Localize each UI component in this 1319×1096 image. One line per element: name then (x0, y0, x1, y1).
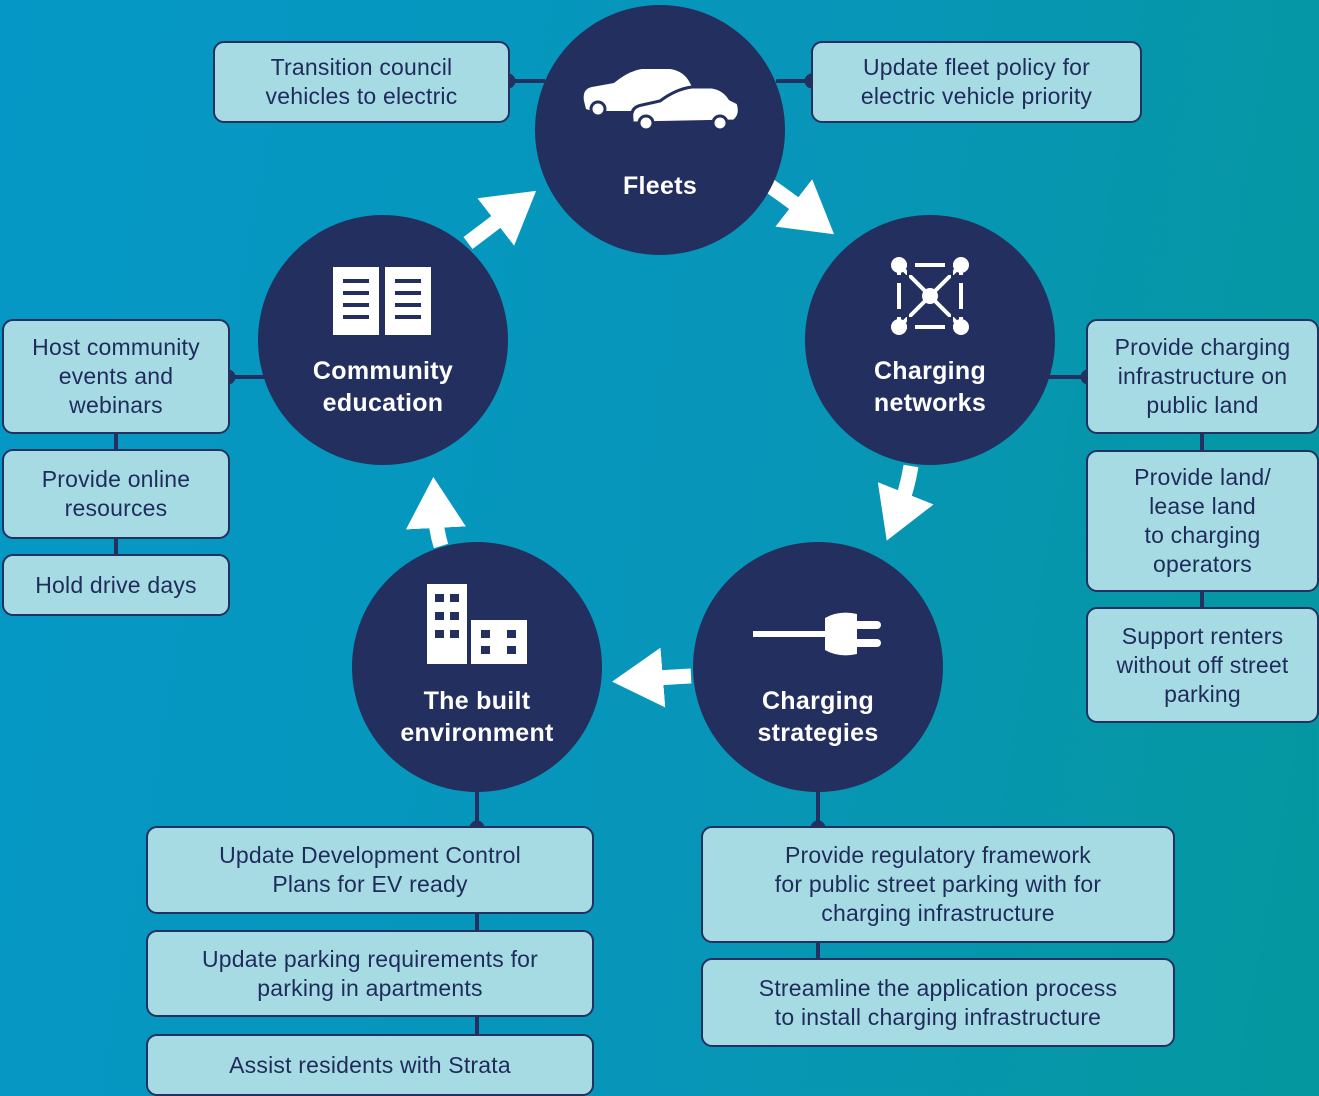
action-box-transition-council-vehicles: Transition council vehicles to electric (213, 41, 510, 123)
action-box-support-renters: Support renters without off street parki… (1086, 607, 1319, 723)
hub-label-line: Charging (873, 357, 987, 385)
arrow-networks-to-strategies (877, 464, 934, 541)
action-box-online-resources: Provide online resources (2, 449, 230, 539)
action-box-hold-drive-days: Hold drive days (2, 554, 230, 616)
action-text-line: infrastructure on (1117, 363, 1288, 389)
hub-label-line: Charging (761, 687, 875, 715)
hub-charging-networks: Charging networks (805, 215, 1055, 465)
hub-label-line: networks (873, 389, 987, 417)
hub-label-line: The built (423, 687, 531, 715)
arrow-built-to-education (405, 477, 466, 549)
action-text-line: Update parking requirements for (201, 945, 539, 972)
action-box-host-community-events: Host community events and webinars (2, 319, 230, 434)
action-text-line: without off street (1116, 651, 1289, 678)
cycle-arrows (405, 179, 934, 708)
hub-label-line: Community (312, 357, 454, 385)
action-text-line: parking (1164, 680, 1241, 707)
action-box-streamline-application: Streamline the application process to in… (701, 958, 1175, 1047)
action-text-line: Provide land/ (1134, 464, 1271, 490)
hub-label-line: environment (400, 719, 554, 747)
network-nodes-icon (889, 255, 971, 337)
hub-charging-strategies: Charging strategies (693, 542, 943, 792)
hub-label-built-environment: The built environment (352, 685, 602, 749)
action-text-line: to install charging infrastructure (774, 1003, 1102, 1030)
hub-built-environment: The built environment (352, 542, 602, 792)
cars-icon (583, 69, 741, 132)
arrow-strategies-to-built (612, 647, 692, 708)
hub-label-fleets: Fleets (622, 172, 698, 200)
action-text-line: charging infrastructure (821, 900, 1055, 926)
plug-icon (753, 612, 881, 656)
action-text-line: vehicles to electric (265, 83, 458, 109)
action-text-line: Update Development Control (219, 842, 521, 868)
action-text-line: Provide regulatory framework (784, 842, 1091, 868)
buildings-icon (427, 584, 527, 664)
action-text-line: for public street parking with for (774, 871, 1102, 897)
action-text-line: Update fleet policy for (862, 54, 1091, 80)
action-text-line: Provide online (41, 466, 191, 492)
action-text-line: operators (1153, 551, 1252, 577)
action-text-line: to charging (1144, 522, 1261, 548)
action-text-line: Host community (32, 334, 200, 360)
action-text-line: Plans for EV ready (272, 871, 468, 897)
hub-label-charging-strategies: Charging strategies (693, 685, 943, 749)
action-box-assist-strata: Assist residents with Strata (146, 1034, 594, 1096)
hub-label-community-education: Community education (258, 355, 508, 419)
book-icon (333, 267, 431, 335)
action-text-line: Hold drive days (35, 571, 197, 598)
action-text-line: lease land (1149, 493, 1256, 519)
action-box-parking-requirements: Update parking requirements for parking … (146, 930, 594, 1017)
action-text-line: Streamline the application process (758, 974, 1118, 1001)
hub-label-line: strategies (757, 719, 879, 747)
action-text-line: events and (58, 363, 174, 389)
action-text-line: public land (1146, 392, 1259, 418)
hub-label-line: education (322, 389, 444, 417)
action-box-charging-public-land: Provide charging infrastructure on publi… (1086, 319, 1319, 434)
action-box-update-fleet-policy: Update fleet policy for electric vehicle… (811, 41, 1142, 123)
action-box-provide-lease-land: Provide land/ lease land to charging ope… (1086, 450, 1319, 592)
action-text-line: parking in apartments (257, 974, 483, 1001)
action-text-line: resources (64, 495, 168, 521)
action-text-line: Assist residents with Strata (229, 1051, 511, 1078)
action-text-line: Provide charging (1114, 334, 1291, 360)
arrow-education-to-fleets (463, 190, 537, 249)
action-text-line: electric vehicle priority (860, 83, 1093, 109)
action-text-line: Transition council (270, 54, 453, 80)
hub-label-charging-networks: Charging networks (805, 355, 1055, 419)
action-box-development-control-plans: Update Development Control Plans for EV … (146, 826, 594, 914)
action-text-line: webinars (69, 392, 163, 418)
action-text-line: Support renters (1121, 622, 1284, 649)
action-box-regulatory-framework: Provide regulatory framework for public … (701, 826, 1175, 943)
arrow-fleets-to-networks (765, 179, 835, 235)
hub-fleets: Fleets (535, 5, 785, 255)
hub-community-education: Community education (258, 215, 508, 465)
